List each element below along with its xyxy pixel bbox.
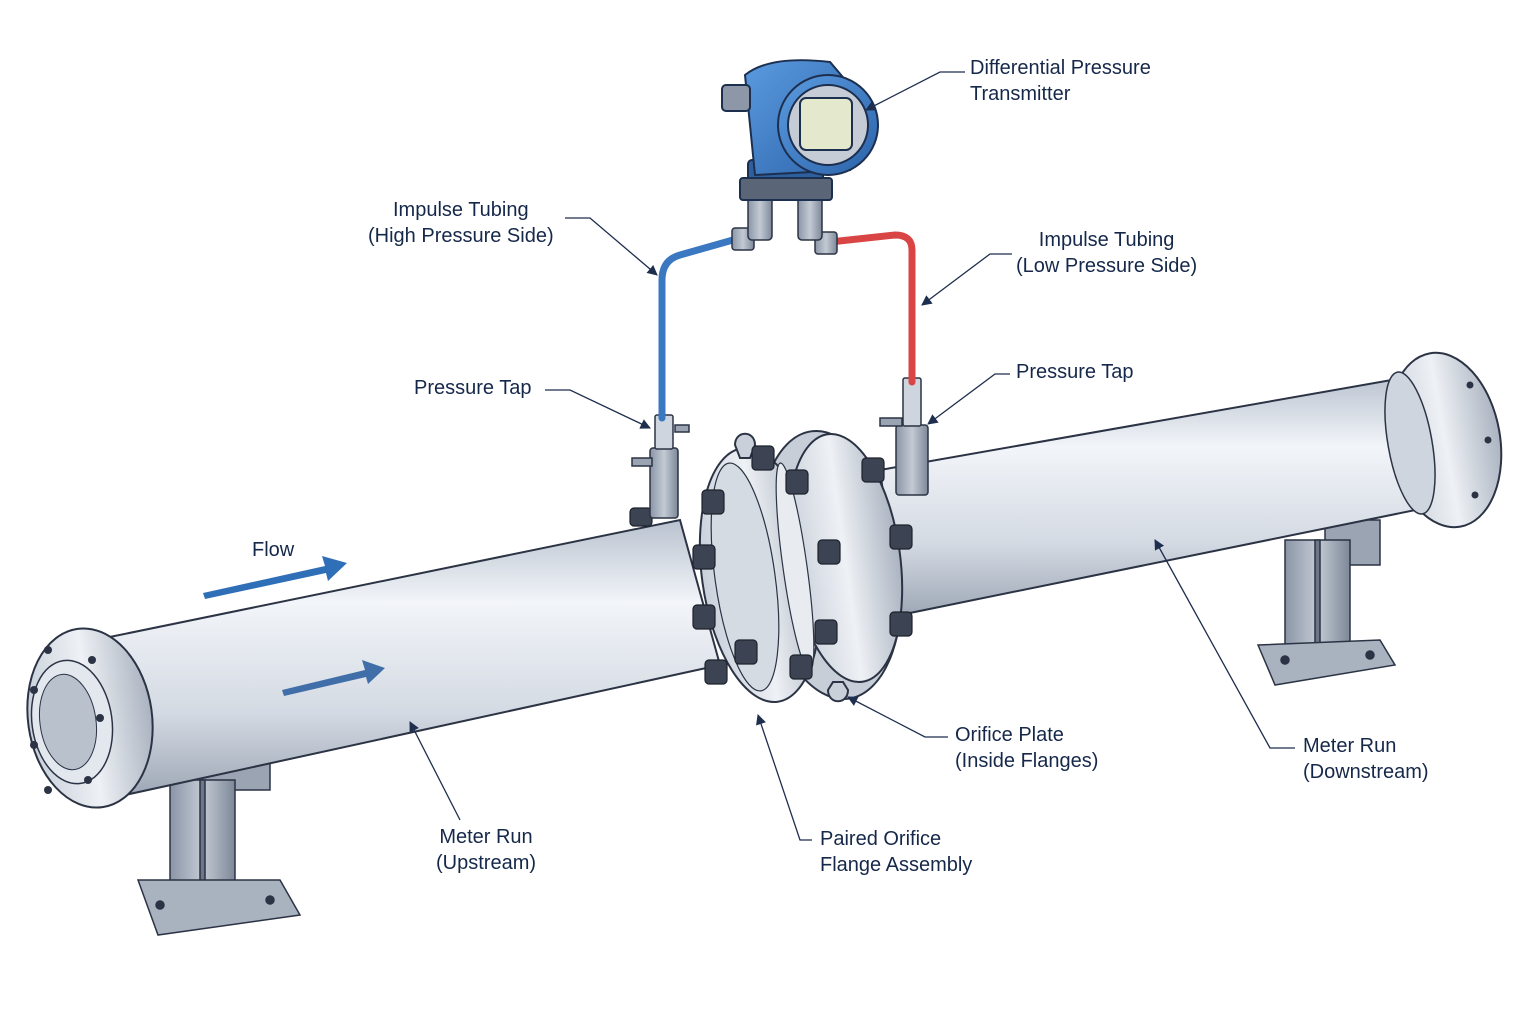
leader-transmitter [865,71,965,111]
label-tubing-high-line2: (High Pressure Side) [368,225,554,247]
leader-tap-left [545,389,651,429]
label-orifice-plate-line2: (Inside Flanges) [955,750,1099,772]
label-tubing-high: Impulse Tubing (High Pressure Side) [368,197,554,249]
leader-tap-right [927,373,1010,425]
flange-bolts [629,445,913,685]
pipe-support-downstream [1256,519,1397,686]
label-flange-assembly: Paired Orifice Flange Assembly [820,826,972,878]
label-transmitter-line2: Transmitter [970,83,1071,105]
label-meter-run-downstream: Meter Run (Downstream) [1303,733,1429,785]
label-meter-run-downstream-line2: (Downstream) [1303,761,1429,783]
leader-tubing-high [565,217,658,276]
label-tubing-low-line2: (Low Pressure Side) [1016,255,1198,277]
flow-arrow-on-pipe [282,660,385,696]
leader-orifice-plate [847,696,948,738]
label-meter-run-upstream-line2: (Upstream) [436,852,537,874]
flange-assembly [698,429,904,704]
label-orifice-plate: Orifice Plate (Inside Flanges) [955,722,1098,774]
label-orifice-plate-line1: Orifice Plate [955,724,1064,746]
label-tap-left-line1: Pressure Tap [414,377,532,399]
tubing-fittings [731,194,838,255]
label-transmitter: Differential Pressure Transmitter [970,55,1151,107]
meter-run-downstream [878,351,1503,617]
pressure-tap-upstream [631,414,690,519]
pipe-support-upstream [136,754,302,936]
label-tap-right-line1: Pressure Tap [1016,361,1134,383]
label-flow: Flow [252,539,295,561]
label-meter-run-downstream-line1: Meter Run [1303,735,1397,757]
transmitter [721,59,879,201]
label-flange-assembly-line1: Paired Orifice [820,828,942,850]
leader-upstream [409,721,461,821]
label-tubing-high-line1: Impulse Tubing [392,199,529,221]
leader-lines [409,71,1295,841]
label-meter-run-upstream-line1: Meter Run [439,826,533,848]
leader-downstream [1154,539,1295,749]
leader-tubing-low [921,253,1012,306]
impulse-tubing-low [826,231,916,386]
label-tubing-low-line1: Impulse Tubing [1038,229,1175,251]
label-meter-run-upstream: Meter Run (Upstream) [436,824,536,876]
label-tubing-low: Impulse Tubing (Low Pressure Side) [1016,227,1197,279]
label-tap-right: Pressure Tap [1016,359,1133,385]
pressure-tap-downstream [879,377,929,496]
impulse-tubing-high [658,234,744,422]
label-transmitter-line1: Differential Pressure [970,57,1151,79]
label-tap-left: Pressure Tap [414,375,531,401]
label-flange-assembly-line2: Flange Assembly [820,854,973,876]
flow-arrow-outer [203,556,347,599]
meter-run-upstream [26,518,722,809]
leader-flange-assembly [756,714,812,841]
